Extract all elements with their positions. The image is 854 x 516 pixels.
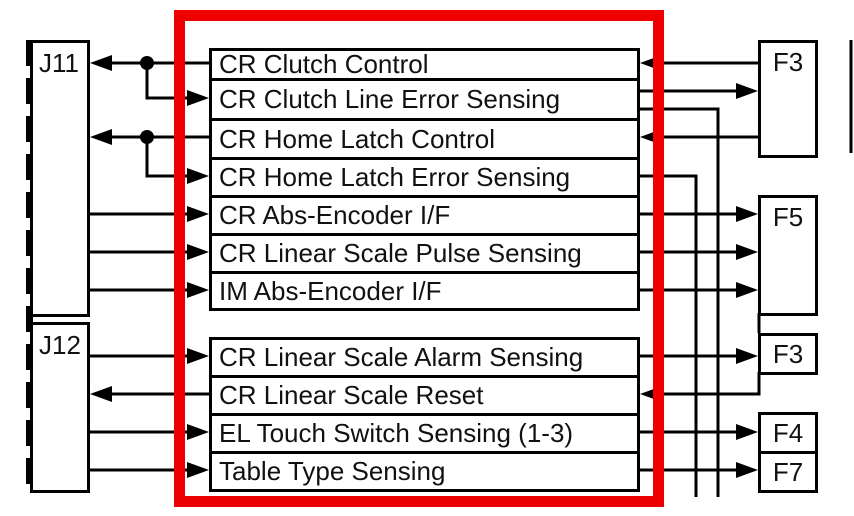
wire-home-latch-error-bus-down xyxy=(640,174,698,497)
arrow-right-icon xyxy=(187,282,209,298)
signal-label: CR Linear Scale Alarm Sensing xyxy=(219,342,584,372)
arrow-right-icon xyxy=(736,244,758,260)
connector-f7: F7 xyxy=(758,451,818,493)
connector-j12: J12 xyxy=(30,322,90,493)
signal-box-im-abs-encoder-if: IM Abs-Encoder I/F xyxy=(209,271,640,311)
arrow-right-icon xyxy=(187,244,209,260)
junction-dot xyxy=(140,56,154,70)
signal-box-cr-home-latch-error-sensing: CR Home Latch Error Sensing xyxy=(209,157,640,198)
arrow-right-icon xyxy=(736,424,758,440)
signal-label: EL Touch Switch Sensing (1-3) xyxy=(219,418,574,448)
signal-box-cr-clutch-control: CR Clutch Control xyxy=(209,48,640,81)
signal-box-cr-linear-scale-alarm-sensing: CR Linear Scale Alarm Sensing xyxy=(209,337,640,378)
connector-j12-label: J12 xyxy=(39,330,81,360)
arrow-right-icon xyxy=(736,462,758,478)
connector-f7-label: F7 xyxy=(772,456,804,487)
arrow-right-icon xyxy=(187,168,209,184)
arrow-left-icon xyxy=(90,55,112,71)
signal-box-cr-abs-encoder-if: CR Abs-Encoder I/F xyxy=(209,195,640,236)
connector-j11-label: J11 xyxy=(39,48,79,78)
signal-label: CR Clutch Line Error Sensing xyxy=(219,84,561,114)
signal-box-cr-linear-scale-pulse-sensing: CR Linear Scale Pulse Sensing xyxy=(209,233,640,274)
connector-f4-label: F4 xyxy=(772,417,804,448)
arrow-right-icon xyxy=(187,206,209,222)
connector-f3-upper: F3 xyxy=(758,40,818,158)
connector-f5: F5 xyxy=(758,195,818,316)
wire-branch-home-latch-error xyxy=(145,137,188,178)
arrow-left-icon xyxy=(640,55,662,71)
signal-label: CR Linear Scale Pulse Sensing xyxy=(219,238,582,268)
arrow-left-icon xyxy=(90,129,112,145)
arrow-right-icon xyxy=(187,424,209,440)
connector-f3-upper-label: F3 xyxy=(772,47,804,77)
arrow-left-icon xyxy=(640,129,662,145)
signal-label: CR Abs-Encoder I/F xyxy=(219,200,451,230)
connector-f3-lower: F3 xyxy=(758,333,818,375)
signal-label: CR Clutch Control xyxy=(219,49,429,79)
junction-dot xyxy=(140,130,154,144)
signal-box-el-touch-switch-sensing: EL Touch Switch Sensing (1-3) xyxy=(209,413,640,454)
signal-box-cr-linear-scale-reset: CR Linear Scale Reset xyxy=(209,375,640,416)
connector-j11: J11 xyxy=(30,40,90,317)
arrow-right-icon xyxy=(187,348,209,364)
arrow-right-icon xyxy=(736,282,758,298)
signal-box-table-type-sensing: Table Type Sensing xyxy=(209,451,640,492)
arrow-left-icon xyxy=(90,386,112,402)
arrow-right-icon xyxy=(187,462,209,478)
wire-f3-to-linear-scale-reset xyxy=(661,372,761,396)
signal-label: CR Home Latch Error Sensing xyxy=(219,162,571,192)
wire-branch-clutch-error xyxy=(145,63,188,100)
connector-f4: F4 xyxy=(758,412,818,454)
signal-label: IM Abs-Encoder I/F xyxy=(219,275,442,306)
arrow-right-icon xyxy=(736,206,758,222)
connector-f5-label: F5 xyxy=(772,202,804,232)
wire-clutch-error-bus-down xyxy=(640,107,720,497)
connector-f3-lower-label: F3 xyxy=(772,338,804,369)
arrow-right-icon xyxy=(736,348,758,364)
signal-box-cr-clutch-line-error-sensing: CR Clutch Line Error Sensing xyxy=(209,78,640,121)
signal-box-cr-home-latch-control: CR Home Latch Control xyxy=(209,118,640,160)
signal-label: CR Linear Scale Reset xyxy=(219,380,484,410)
arrow-left-icon xyxy=(640,386,662,402)
arrow-right-icon xyxy=(187,90,209,106)
signal-label: Table Type Sensing xyxy=(219,456,446,486)
arrow-right-icon xyxy=(736,83,758,99)
signal-label: CR Home Latch Control xyxy=(219,123,495,154)
